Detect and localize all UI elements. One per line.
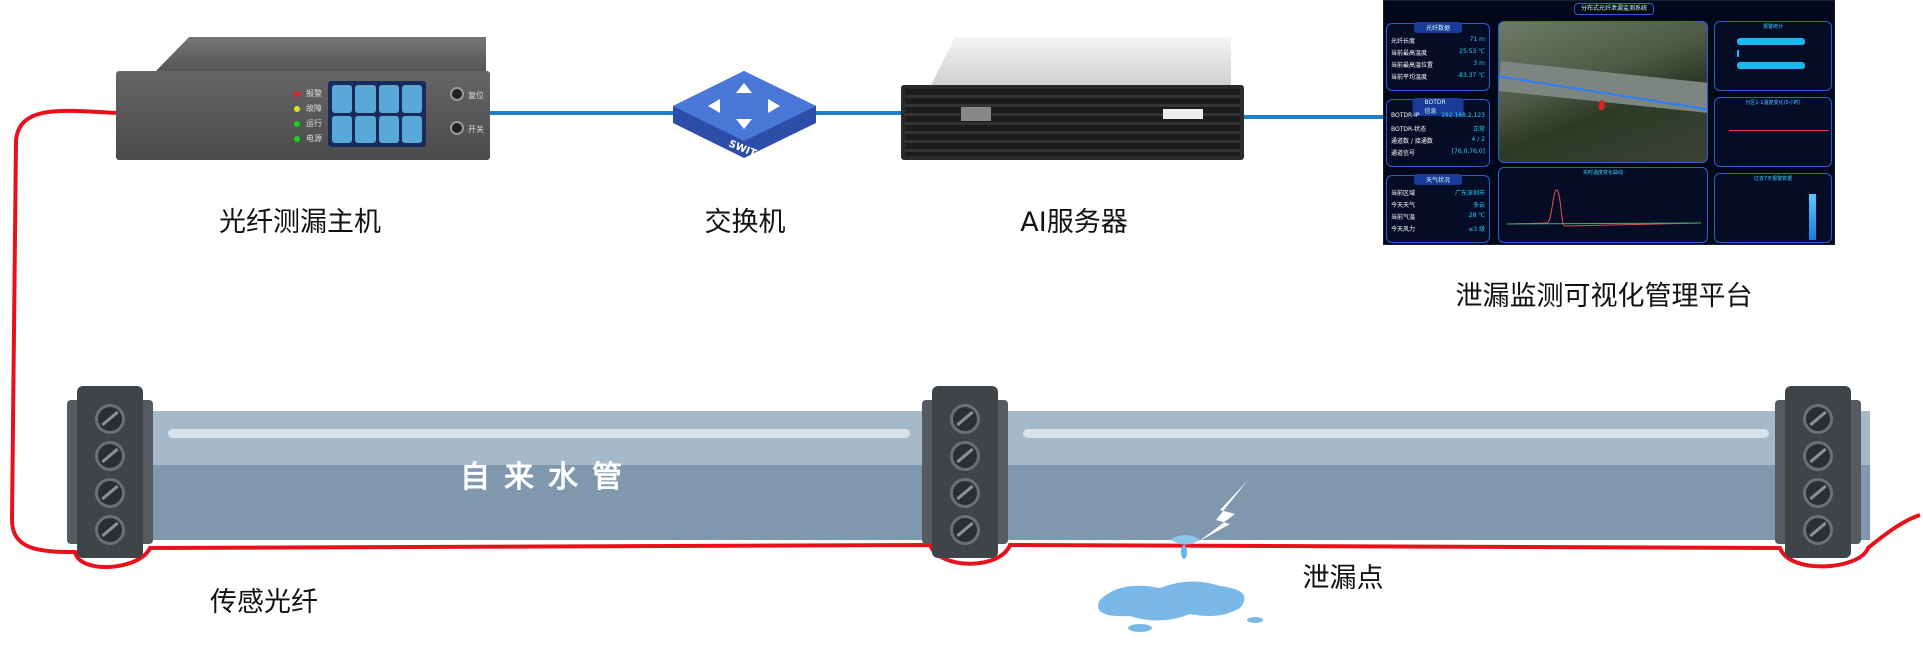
row-key: BOTDR-IP [1391,112,1420,119]
row-key: BOTDR-状态 [1391,126,1427,133]
row-value: 正常 [1472,126,1485,133]
water-puddle-icon [1098,581,1245,621]
leak-marker-icon [1599,100,1605,110]
led-label: 报警 [306,89,322,98]
weekly-bar [1809,194,1816,240]
alarm-bar [1737,38,1805,45]
platform-label: 泄漏监测可视化管理平台 [1455,281,1753,312]
panel-title: 过去7天报警数据 [1753,176,1793,182]
fault-led-icon [294,106,300,112]
switch-label: 交换机 [704,207,786,238]
pipe-clamp [1775,386,1861,558]
alarm-led-icon [294,91,300,97]
weather-panel: 天气状况 当前区域 广东深圳市 今天天气 多云 当前气温 28 ℃ 今天风力 ≤3 级 [1386,174,1490,243]
pipe-label: 自来水管 [460,460,636,495]
row-key: 通道信号 [1391,150,1416,157]
row-value: 多云 [1472,202,1485,209]
leak-point-label: 泄漏点 [1302,563,1384,594]
ai-server [901,37,1244,160]
row-key: 当前平均温度 [1391,74,1428,81]
row-key: 当前气温 [1391,214,1416,221]
temperature-curve-chart [1507,189,1701,227]
row-value: [76,0,76,0] [1451,148,1485,155]
zone-temperature-panel: 分区1-1温度变化(5小时) [1714,97,1832,167]
power-led-icon [294,136,300,142]
panel-title: 报警统计 [1762,24,1783,30]
dashboard-title: 分布式光纤泄漏监测系统 [1574,3,1654,15]
run-led-icon [294,121,300,127]
sensing-fiber-label: 传感光纤 [210,587,318,618]
row-key: 当前区域 [1391,190,1416,197]
panel-title: 天气状况 [1413,174,1463,185]
row-value: 71 m [1469,36,1485,43]
sensing-fiber-line [9,108,1921,570]
reset-label: 复位 [468,91,484,100]
row-value: 3 m [1473,60,1485,67]
power-label: 开关 [468,125,484,134]
weekly-alarm-panel: 过去7天报警数据 [1714,173,1832,243]
row-key: 当前最高温度 [1391,50,1428,57]
row-value: 广东深圳市 [1454,190,1485,197]
pipe-highlight [1023,429,1769,438]
usb-ports [961,107,991,121]
panel-title: 分区1-1温度变化(5小时) [1745,100,1801,106]
zone-temp-line [1729,130,1829,131]
pipe-highlight [168,429,910,438]
temperature-curve-panel: 实时温度变化曲线 [1498,167,1708,243]
power-knob-icon [450,121,464,135]
panel-title: BOTDR信息 [1412,98,1464,116]
reset-knob-icon [450,87,464,101]
touch-screen [328,81,426,147]
switch-icon: SWITCH [673,71,816,160]
water-drop-icon [1181,545,1187,559]
satellite-map [1498,21,1708,163]
row-value: 4 / 2 [1471,136,1485,143]
row-key: 通道数 / 接通数 [1391,138,1433,145]
host-label: 光纤测漏主机 [219,207,381,238]
alarm-bar [1737,50,1739,57]
alarm-stats-panel: 报警统计 [1714,21,1832,91]
row-value: -83.37 ℃ [1457,72,1485,79]
led-label: 运行 [306,119,322,128]
row-key: 今天天气 [1391,202,1416,209]
pipe-clamp [922,386,1008,558]
fiber-leak-detection-host: 报警 故障 运行 电源 复位 开关 [116,37,490,160]
fiber-data-panel: 光纤数据 光纤长度 71 m 当前最高温度 25.53 ℃ 当前最高温位置 3 m 当… [1386,22,1490,91]
server-label: AI服务器 [1020,207,1128,238]
pipe-clamp [67,386,153,558]
row-key: 光纤长度 [1391,38,1416,45]
monitoring-platform-screenshot: 分布式光纤泄漏监测系统 光纤数据 光纤长度 71 m 当前最高温度 25.53 ℃ … [1383,0,1835,245]
row-value: 28 ℃ [1468,212,1485,219]
server-logo-plate [1163,109,1203,119]
row-key: 当前最高温位置 [1391,62,1434,69]
panel-title: 光纤数据 [1413,22,1463,33]
water-spray-icon [1170,535,1200,545]
led-label: 故障 [306,104,322,113]
alarm-bar [1737,62,1805,69]
crack-icon [1198,480,1248,542]
row-value: ≤3 级 [1468,226,1485,233]
row-value: 192.168.2.123 [1441,112,1485,119]
led-label: 电源 [306,134,322,143]
panel-title: 实时温度变化曲线 [1582,170,1623,176]
row-key: 今天风力 [1391,226,1416,233]
leak-illustration [1098,480,1263,632]
row-value: 25.53 ℃ [1459,48,1485,55]
botdr-panel: BOTDR信息 BOTDR-IP 192.168.2.123 BOTDR-状态 正常… [1386,98,1490,167]
